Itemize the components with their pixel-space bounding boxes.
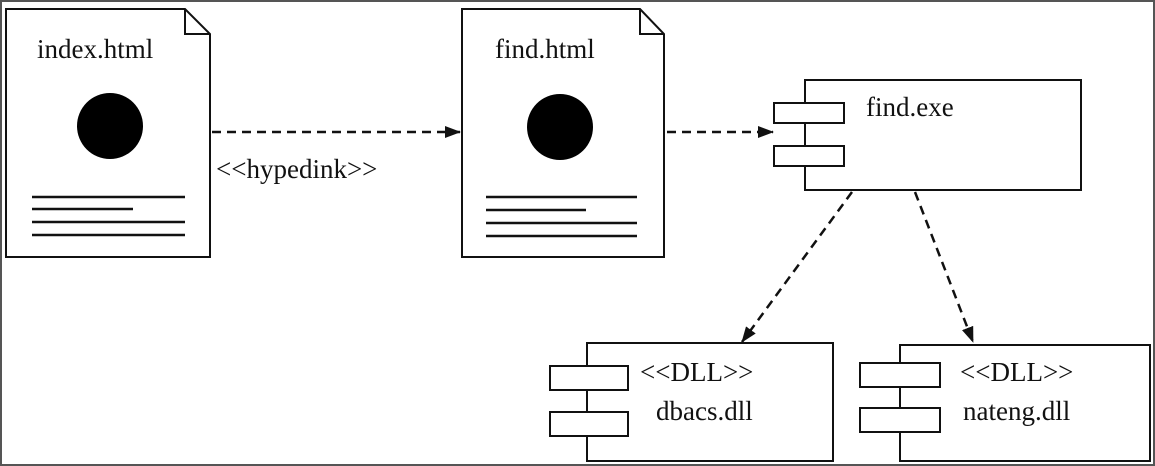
component-port-icon — [859, 407, 941, 433]
component-dbacs-dll: <<DLL>> dbacs.dll — [549, 342, 834, 462]
component-body — [899, 344, 1151, 462]
folded-corner — [184, 9, 210, 35]
component-port-icon — [859, 362, 941, 388]
text-lines-icon — [32, 195, 185, 237]
text-lines-icon — [486, 195, 637, 238]
component-port-icon — [549, 365, 629, 391]
folded-corner — [639, 9, 664, 35]
component-nateng-stereotype: <<DLL>> — [960, 357, 1073, 387]
component-find-exe: find.exe — [773, 79, 1082, 191]
component-body — [586, 342, 834, 462]
document-index-html: index.html — [5, 8, 211, 258]
component-find-exe-label: find.exe — [866, 92, 954, 122]
component-dbacs-label: dbacs.dll — [656, 396, 753, 426]
document-find-html: find.html — [461, 8, 665, 258]
hyperlink-stereotype-label: <<hypedink>> — [216, 154, 377, 184]
component-port-icon — [549, 411, 629, 437]
component-nateng-dll: <<DLL>> nateng.dll — [859, 344, 1151, 462]
component-nateng-label: nateng.dll — [963, 396, 1070, 426]
document-find-title: find.html — [495, 34, 595, 64]
document-circle-icon — [77, 93, 143, 159]
component-dbacs-stereotype: <<DLL>> — [640, 357, 753, 387]
component-body — [804, 79, 1082, 191]
component-port-icon — [773, 145, 845, 167]
dependency-arrow-nateng — [913, 191, 975, 343]
document-index-title: index.html — [37, 34, 153, 64]
component-port-icon — [773, 102, 845, 124]
dependency-arrow-dbacs — [740, 191, 854, 343]
document-circle-icon — [527, 94, 593, 160]
